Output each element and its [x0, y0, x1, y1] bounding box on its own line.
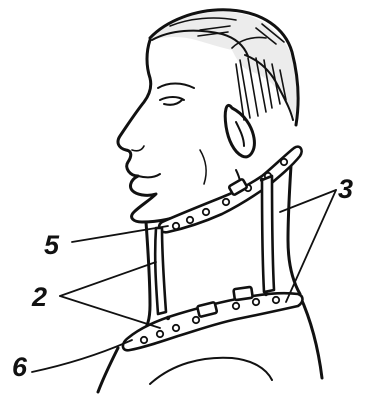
upper-collar [159, 147, 301, 233]
back-strut [262, 176, 274, 292]
shoulders [98, 348, 118, 392]
eye [160, 97, 184, 100]
neck-back [288, 150, 300, 294]
leader-5 [72, 226, 168, 242]
eyebrow [158, 84, 194, 89]
collarbone-curve [150, 358, 272, 384]
lower-buckle-back [233, 287, 252, 300]
label-6: 6 [12, 352, 28, 382]
face-profile [118, 40, 230, 222]
leader-6 [32, 340, 132, 372]
struts [155, 176, 274, 314]
label-3: 3 [338, 174, 353, 204]
front-strut [155, 228, 166, 314]
leader-2b [60, 296, 160, 328]
leader-2a [60, 262, 156, 296]
neck-front [140, 222, 150, 336]
label-5: 5 [44, 230, 60, 260]
label-2: 2 [31, 282, 47, 312]
mouth [138, 174, 160, 177]
